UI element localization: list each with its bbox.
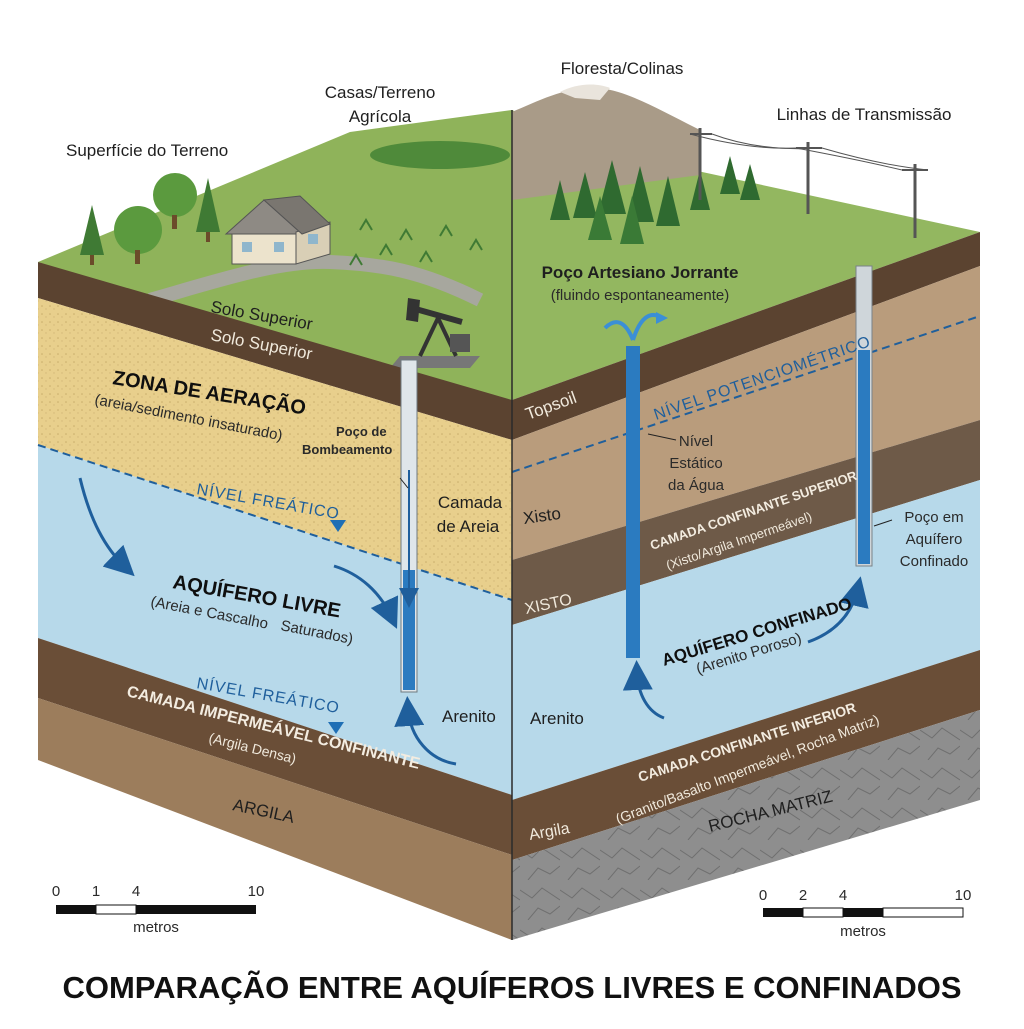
label-floresta: Floresta/Colinas	[561, 59, 684, 78]
label-camada-1: Camada	[438, 493, 503, 512]
scale-right-tick-2: 4	[839, 887, 847, 904]
leader-static-level	[647, 433, 677, 441]
scale-bar-right: 0 2 4 10 metros	[759, 887, 972, 940]
artesian-well	[603, 312, 668, 658]
label-casas-2: Agrícola	[349, 107, 412, 126]
house	[224, 195, 331, 265]
scale-bar-left: 0 1 4 10 metros	[52, 883, 265, 936]
label-argila-right: Argila	[528, 820, 571, 844]
scale-left-tick-2: 4	[132, 883, 140, 900]
right-bedrock	[512, 710, 980, 940]
label-nivel-est-3: da Água	[668, 477, 725, 494]
crop-field	[349, 141, 510, 266]
mountain-snow	[560, 84, 610, 100]
mountain	[512, 87, 700, 200]
label-poco-conf-1: Poço em	[904, 509, 963, 526]
road	[148, 254, 484, 307]
scale-right-tick-3: 10	[955, 887, 972, 904]
label-linhas: Linhas de Transmissão	[777, 105, 952, 124]
label-poco-conf-3: Confinado	[900, 553, 968, 570]
water-table-icon-1	[330, 520, 346, 532]
page-title: COMPARAÇÃO ENTRE AQUÍFEROS LIVRES E CONF…	[62, 970, 961, 1005]
water-table-icon-2	[328, 722, 344, 734]
water-table-line	[37, 444, 513, 601]
leader-pumping-well	[399, 477, 409, 489]
trees-left	[80, 173, 220, 265]
potentiometric-line	[511, 315, 981, 473]
scale-left-tick-3: 10	[248, 883, 265, 900]
label-artesiano-sub: (fluindo espontaneamente)	[551, 287, 729, 304]
leader-confined-well	[873, 519, 893, 527]
forest-right	[550, 156, 760, 244]
confined-well	[855, 265, 873, 567]
scale-left-tick-0: 0	[52, 883, 60, 900]
label-poco-conf-2: Aquífero	[906, 531, 963, 548]
scale-right-tick-0: 0	[759, 887, 767, 904]
transmission-lines	[689, 128, 929, 238]
label-artesiano-title: Poço Artesiano Jorrante	[542, 263, 739, 282]
label-casas-1: Casas/Terreno	[325, 83, 436, 102]
label-arenito-right: Arenito	[530, 709, 584, 728]
scale-right-tick-1: 2	[799, 887, 807, 904]
label-poco-2: Bombeamento	[302, 442, 392, 457]
label-camada-2: de Areia	[437, 517, 500, 536]
scale-left-tick-1: 1	[92, 883, 100, 900]
flow-arrows	[78, 477, 869, 766]
scale-left-unit: metros	[133, 919, 179, 936]
right-lower-confining	[512, 650, 980, 860]
label-superficie: Superfície do Terreno	[66, 141, 228, 160]
left-topsoil-layer	[38, 262, 512, 440]
label-nivel-est-2: Estático	[669, 455, 722, 472]
left-clay-base	[38, 698, 512, 940]
left-clay-confining	[38, 638, 512, 855]
label-nivel-est-1: Nível	[679, 433, 713, 450]
label-poco-1: Poço de	[336, 424, 387, 439]
left-sand-layer	[38, 298, 512, 600]
label-arenito-left: Arenito	[442, 707, 496, 726]
pumping-well	[399, 359, 419, 693]
scale-right-unit: metros	[840, 923, 886, 940]
left-water-layer	[38, 445, 512, 795]
